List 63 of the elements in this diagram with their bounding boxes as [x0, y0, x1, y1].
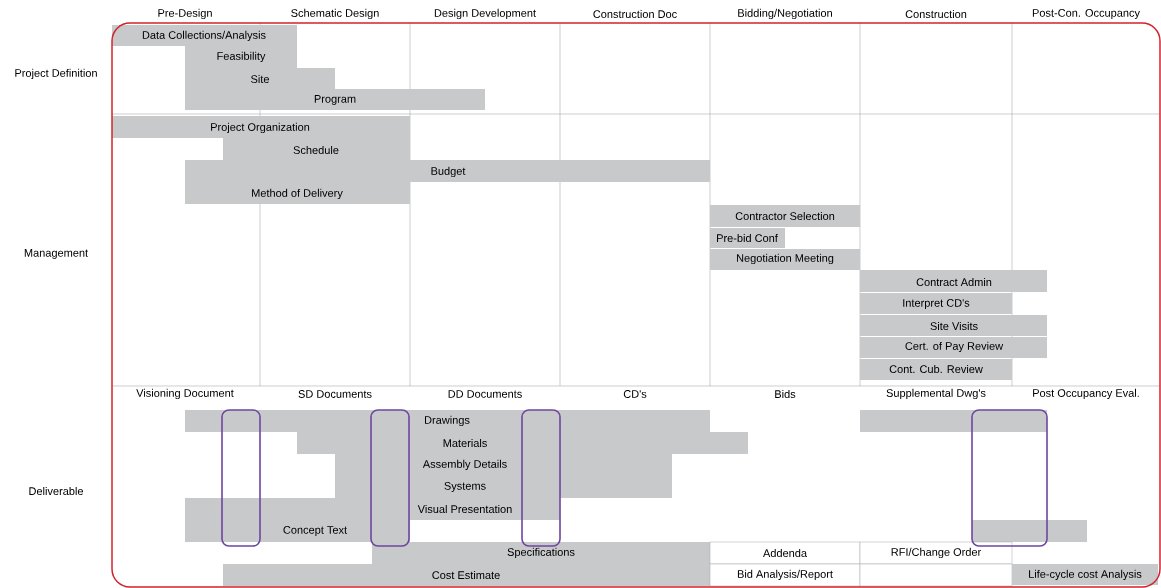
node-label: Interpret CD's: [903, 299, 970, 309]
deliverable-box: Addenda: [709, 541, 861, 565]
activity-bar: Visual Presentation: [185, 498, 560, 520]
node-label: Schedule: [293, 145, 339, 155]
node-label: Systems: [444, 482, 486, 492]
activity-bar: [860, 410, 1047, 432]
deliverable-header: Post Occupancy Eval.: [1033, 388, 1139, 400]
deliverable-box: RFI/Change Order: [859, 541, 1013, 565]
node-label: Cont. Cub. Review: [889, 364, 983, 374]
deliverable-header: CD's: [623, 390, 647, 398]
column-header: Bidding/Negotiation: [738, 8, 832, 20]
node-label: Site Visits: [930, 321, 978, 331]
column-header: Construction: [905, 9, 967, 19]
activity-bar: Life-cycle cost Analysis: [1012, 564, 1158, 585]
activity-bar: Pre-bid Conf: [710, 228, 785, 248]
node-label: Assembly Details: [422, 459, 507, 471]
node-label: Method of Delivery: [252, 188, 343, 200]
deliverable-box: [859, 563, 1013, 587]
deliverable-header: Bids: [775, 389, 796, 399]
activity-bar: Specifications: [372, 542, 710, 564]
node-label: Cost Estimate: [432, 570, 500, 580]
activity-bar: [972, 520, 1087, 542]
activity-bar: Cert. of Pay Review: [860, 337, 1047, 358]
row-header: Management: [24, 249, 89, 259]
activity-bar: Feasibility: [185, 46, 297, 68]
deliverable-header: Visioning Document: [136, 388, 234, 400]
deliverable-header: Supplemental Dwg's: [886, 388, 986, 400]
node-label: Concept Text: [283, 526, 348, 536]
activity-bar: Cost Estimate: [223, 564, 710, 586]
activity-bar: Drawings: [185, 410, 710, 432]
activity-bar: Project Organization: [112, 116, 410, 138]
activity-bar: Materials: [297, 432, 748, 454]
activity-bar: Budget: [410, 160, 710, 182]
activity-bar: Data Collections/Analysis: [112, 25, 297, 46]
deliverable-header: SD Documents: [298, 390, 372, 398]
activity-bar: Assembly Details: [335, 454, 672, 476]
deliverable-header: DD Documents: [448, 390, 522, 398]
activity-bar: Site: [185, 68, 335, 89]
node-label: Drawings: [425, 415, 470, 427]
node-label: Cert. of Pay Review: [905, 341, 1004, 353]
column-header: Schematic Design: [291, 8, 379, 20]
column-header: Design Development: [434, 8, 536, 20]
node-label: Visual Presentation: [417, 504, 512, 514]
activity-bar: Schedule: [223, 138, 410, 160]
column-header: Construction Doc: [593, 9, 677, 19]
activity-bar: Interpret CD's: [860, 293, 1012, 314]
activity-bar: Contract Admin: [860, 270, 1047, 292]
node-label: Materials: [443, 438, 487, 448]
deliverable-box: Bid Analysis/Report: [709, 563, 861, 587]
node-label: Pre-bid Conf: [717, 233, 778, 243]
node-label: Specifications: [507, 547, 575, 559]
column-header: Post-Con. Occupancy: [1032, 9, 1140, 19]
row-header: Deliverable: [29, 486, 83, 496]
row-header: Project Definition: [15, 68, 97, 80]
node-label: Project Organization: [211, 122, 310, 134]
node-label: Budget: [431, 166, 466, 178]
activity-bar: Cont. Cub. Review: [860, 359, 1012, 380]
node-label: Data Collections/Analysis: [142, 30, 266, 42]
column-header: Pre-Design: [158, 8, 212, 20]
node-label: Feasibility: [217, 51, 266, 63]
node-label: Contract Admin: [916, 277, 992, 287]
node-label: Site: [251, 74, 269, 84]
activity-bar: Site Visits: [860, 315, 1047, 336]
